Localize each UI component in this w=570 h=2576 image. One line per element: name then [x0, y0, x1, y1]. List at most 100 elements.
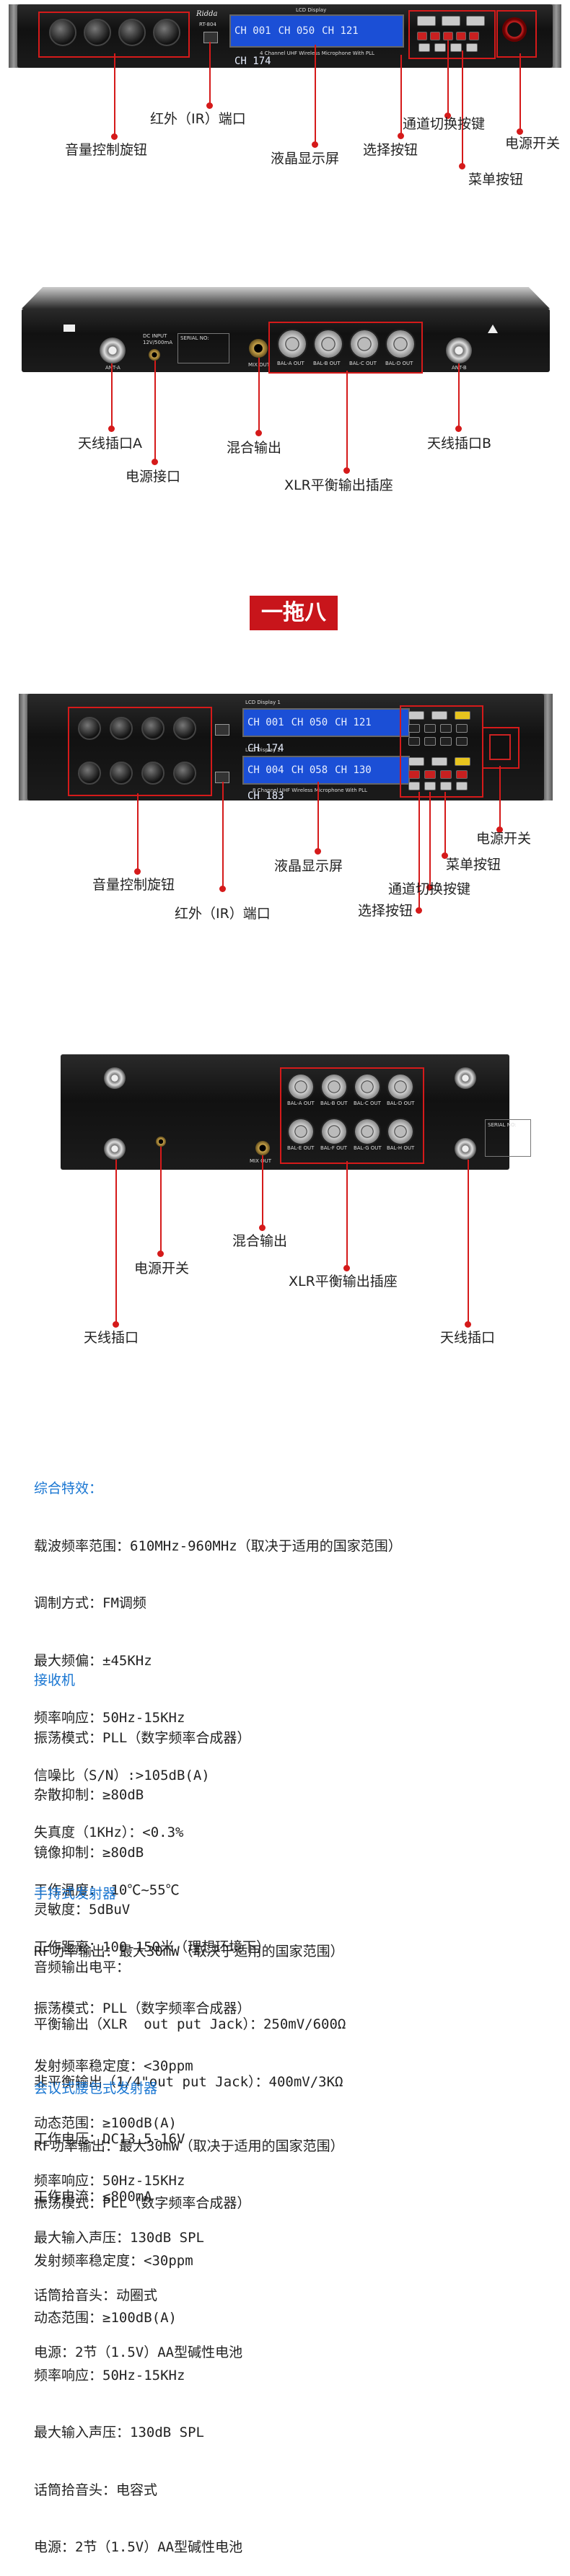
- menu-button[interactable]: [431, 711, 447, 720]
- menu-button[interactable]: [442, 16, 460, 26]
- select-button[interactable]: [440, 782, 452, 790]
- xlr-jack: [387, 1118, 414, 1145]
- volume-knob[interactable]: [153, 19, 180, 46]
- menu-button[interactable]: [466, 16, 485, 26]
- volume-knob[interactable]: [118, 19, 146, 46]
- volume-knob[interactable]: [173, 717, 196, 740]
- select-button[interactable]: [418, 43, 430, 52]
- menu-button[interactable]: [408, 711, 424, 720]
- volume-knob[interactable]: [78, 762, 101, 785]
- chassis: [61, 1054, 509, 1170]
- label-xlr-output: XLR平衡输出插座: [284, 477, 393, 493]
- xlr-jack: [320, 1073, 348, 1100]
- spec-line: 工作温度：-10℃~55℃: [34, 1882, 180, 1898]
- volume-knob[interactable]: [84, 19, 111, 46]
- channel-button[interactable]: [440, 737, 452, 746]
- bal-label: BAL-F OUT: [320, 1145, 348, 1151]
- select-button[interactable]: [408, 782, 420, 790]
- spec-line: 非平衡输出（1/4"out put Jack）：400mV/3KΩ: [34, 2073, 343, 2090]
- channel-button[interactable]: [424, 737, 436, 746]
- bal-label: BAL-H OUT: [387, 1145, 415, 1151]
- volume-knob[interactable]: [173, 762, 196, 785]
- channel-button[interactable]: [456, 724, 468, 733]
- menu-button[interactable]: [408, 757, 424, 766]
- label-power-switch: 电源开关: [134, 1261, 190, 1276]
- menu-button[interactable]: [431, 757, 447, 766]
- xlr-jack: [354, 1073, 381, 1100]
- model-label: RT-804: [199, 22, 216, 27]
- spec-line: 发射频率稳定度：<30ppm: [34, 2057, 193, 2074]
- power-switch[interactable]: [489, 734, 511, 760]
- channel-button[interactable]: [408, 737, 420, 746]
- antenna-b-jack: [446, 338, 472, 363]
- power-box: [482, 727, 519, 769]
- select-button[interactable]: [440, 770, 452, 779]
- channel-button[interactable]: [440, 724, 452, 733]
- spec-line: 载波频率范围：610MHz-960MHz（取决于适用的国家范围）: [34, 1538, 402, 1554]
- spec-line: 工作电流：≤800mA: [34, 2188, 152, 2205]
- volume-knob[interactable]: [110, 762, 133, 785]
- select-button[interactable]: [456, 770, 468, 779]
- dc-spec-label: 12V/500mA: [143, 340, 173, 345]
- label-xlr-output: XLR平衡输出插座: [289, 1274, 398, 1289]
- channel-button[interactable]: [443, 32, 453, 40]
- channel-button[interactable]: [424, 724, 436, 733]
- volume-knob[interactable]: [141, 762, 165, 785]
- volume-knob[interactable]: [110, 717, 133, 740]
- volume-knob[interactable]: [141, 717, 165, 740]
- serial-label: SERIAL NO:: [488, 1122, 517, 1128]
- ir-port: [203, 32, 218, 43]
- ant-a-label: ANT-A: [105, 365, 120, 371]
- select-button[interactable]: [456, 782, 468, 790]
- menu-button[interactable]: [417, 16, 436, 26]
- label-menu-buttons: 菜单按钮: [446, 857, 501, 873]
- bal-label: BAL-B OUT: [313, 361, 341, 366]
- channel-button[interactable]: [430, 32, 440, 40]
- lcd-channel: CH 004: [247, 764, 284, 776]
- menu-button[interactable]: [455, 757, 470, 766]
- label-menu-buttons: 菜单按钮: [468, 172, 524, 188]
- select-button[interactable]: [408, 770, 420, 779]
- chassis-top: [22, 287, 550, 309]
- select-button[interactable]: [466, 43, 478, 52]
- bal-label: BAL-E OUT: [287, 1145, 315, 1151]
- channel-button[interactable]: [456, 32, 466, 40]
- spec-line: 电源：2节（1.5V）AA型碱性电池: [34, 2539, 243, 2555]
- select-button[interactable]: [434, 43, 446, 52]
- power-jack: [149, 349, 160, 361]
- spec-line: 灵敏度：5dBuV: [34, 1902, 131, 1918]
- volume-knob[interactable]: [49, 19, 76, 46]
- volume-knobs-box: [68, 707, 212, 796]
- xlr-jack: [277, 329, 307, 359]
- volume-knob[interactable]: [78, 717, 101, 740]
- menu-button[interactable]: [455, 711, 470, 720]
- label-lcd-screen: 液晶显示屏: [274, 858, 343, 874]
- section-banner: 一拖八: [250, 596, 338, 630]
- bal-label: BAL-B OUT: [320, 1100, 348, 1106]
- spec-line: 话筒拾音头：电容式: [34, 2482, 158, 2498]
- spec-line: RF功率输出：最大30mW（取决于适用的国家范围）: [34, 2138, 344, 2154]
- panel-caption: 4 Channel UHF Wireless Microphone With P…: [260, 50, 374, 56]
- spec-heading: 综合特效：: [34, 1481, 103, 1496]
- serial-plate: [177, 333, 229, 363]
- lcd-title: LCD Display: [296, 7, 327, 13]
- select-button[interactable]: [424, 782, 436, 790]
- serial-plate: [485, 1119, 531, 1157]
- xlr-jack: [313, 329, 343, 359]
- spec-heading: 接收机: [34, 1672, 76, 1688]
- lcd-channel: CH 050: [278, 25, 315, 37]
- channel-button[interactable]: [469, 32, 479, 40]
- spec-block-bodypack: 会议式腰包式发射器 RF功率输出：最大30mW（取决于适用的国家范围） 振荡模式…: [34, 2041, 344, 2576]
- power-switch[interactable]: [502, 17, 527, 42]
- spec-line: 频率响应：50Hz-15KHz: [34, 2172, 185, 2189]
- label-mix-output: 混合输出: [232, 1233, 288, 1249]
- select-button[interactable]: [450, 43, 462, 52]
- bal-label: BAL-D OUT: [387, 1100, 415, 1106]
- channel-button[interactable]: [417, 32, 427, 40]
- brand-logo: Ridda: [196, 10, 218, 18]
- antenna-a-jack: [100, 338, 126, 363]
- select-button[interactable]: [424, 770, 436, 779]
- channel-button[interactable]: [456, 737, 468, 746]
- spec-line: 工作距离：100-150米（理想环境下）: [34, 1939, 271, 1955]
- channel-button[interactable]: [408, 724, 420, 733]
